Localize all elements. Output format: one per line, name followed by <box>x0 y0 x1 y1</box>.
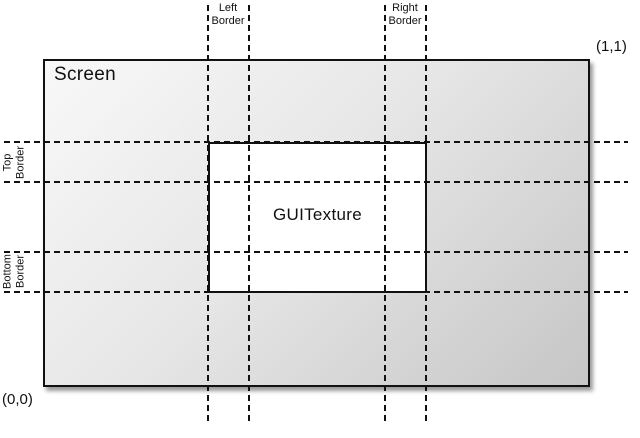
top-border-upper-line <box>4 141 628 143</box>
bottom-border-lower-line <box>4 291 628 293</box>
top-border-lower-line <box>4 181 628 183</box>
bottom-border-label-line1: Bottom <box>1 254 14 289</box>
right-border-right-line <box>425 5 427 423</box>
left-border-left-line <box>207 5 209 423</box>
left-border-label-line1: Left <box>218 2 238 14</box>
bottom-border-label-line2: Border <box>14 254 26 289</box>
screen-label: Screen <box>54 64 117 85</box>
left-border-label-line2: Border <box>211 14 245 27</box>
bottom-border-label: Bottom Border <box>2 250 27 294</box>
corner-coordinate-top-right: (1,1) <box>596 38 627 55</box>
right-border-label: Right Border <box>383 2 427 27</box>
top-border-label-line2: Border <box>14 145 26 180</box>
left-border-label: Left Border <box>206 2 250 27</box>
left-border-right-line <box>248 5 250 423</box>
corner-coordinate-bottom-left: (0,0) <box>2 391 33 408</box>
guitexture-label: GUITexture <box>273 204 362 224</box>
bottom-border-upper-line <box>4 251 628 253</box>
right-border-left-line <box>384 5 386 423</box>
top-border-label-line1: Top <box>1 153 14 172</box>
right-border-label-line2: Border <box>388 14 422 27</box>
guitexture-rect: GUITexture <box>208 142 427 293</box>
right-border-label-line1: Right <box>392 2 418 14</box>
top-border-label: Top Border <box>2 141 27 185</box>
